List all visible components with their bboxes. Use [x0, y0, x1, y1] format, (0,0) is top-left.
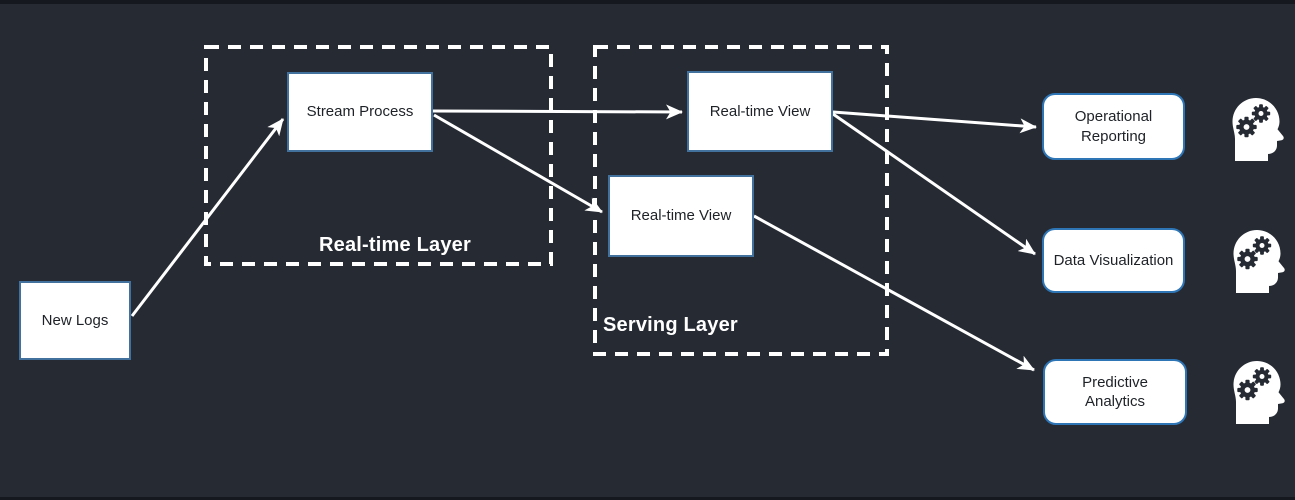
node-operational-reporting-label: Operational Reporting: [1074, 108, 1153, 145]
node-realtime-view-bottom-label: Real-time View: [630, 207, 732, 225]
node-realtime-view-top-label: Real-time View: [709, 102, 811, 120]
node-predictive-analytics: Predictive Analytics: [1043, 359, 1187, 425]
top-edge-strip: [0, 0, 1295, 4]
serving-layer-label: Serving Layer: [603, 314, 738, 336]
node-stream-process-label: Stream Process: [306, 103, 414, 121]
node-realtime-view-top: Real-time View: [687, 71, 833, 152]
node-new-logs: New Logs: [19, 281, 131, 360]
head-with-gears-icon: [1230, 229, 1288, 293]
node-data-visualization: Data Visualization: [1042, 228, 1185, 293]
arrow-streamprocess-rtviewbot: [433, 113, 603, 214]
node-predictive-analytics-label: Predictive Analytics: [1082, 373, 1148, 411]
arrow-rtviewbot-predictive: [753, 214, 1035, 372]
node-stream-process: Stream Process: [287, 72, 433, 152]
arrow-rtviewtop-datavis: [832, 112, 1036, 256]
bottom-edge-strip: [0, 497, 1295, 500]
arrow-streamprocess-rtviewtop: [432, 104, 683, 120]
realtime-layer-boundary: [204, 45, 553, 266]
realtime-layer-label: Real-time Layer: [319, 234, 471, 256]
node-new-logs-label: New Logs: [41, 311, 109, 329]
node-operational-reporting: Operational Reporting: [1042, 93, 1185, 160]
head-with-gears-icon: [1230, 360, 1288, 424]
arrow-newlogs-streamprocess: [130, 118, 285, 317]
arrow-rtviewtop-operational: [832, 110, 1037, 134]
head-with-gears-icon: [1229, 97, 1287, 161]
node-realtime-view-bottom: Real-time View: [608, 175, 754, 257]
node-data-visualization-label: Data Visualization: [1053, 251, 1174, 269]
